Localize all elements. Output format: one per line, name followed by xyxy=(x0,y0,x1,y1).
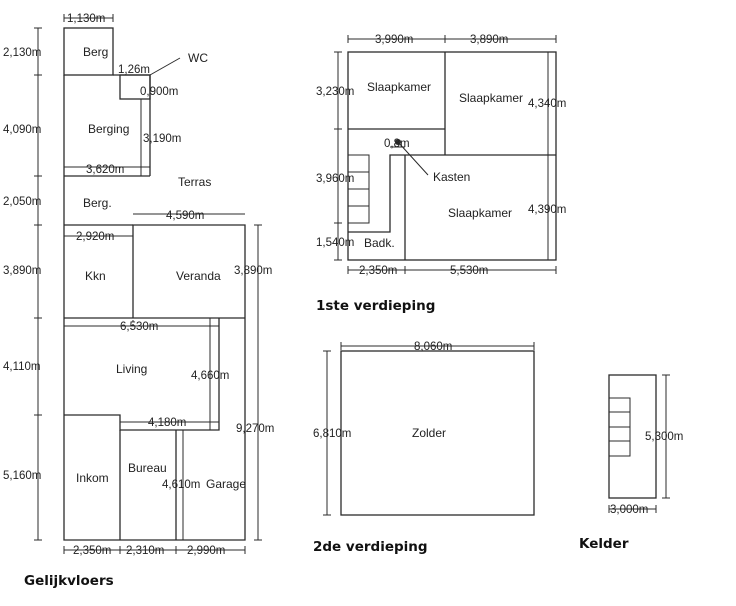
dim-first-kasten-width: 0,8m xyxy=(384,138,410,150)
dim-veranda-height: 3,890m xyxy=(234,265,272,277)
dim-bottom-2: 2,310m xyxy=(126,545,164,557)
title-second-floor: 2de verdieping xyxy=(313,539,428,555)
ground-floor-plan: 1,130m 2,130m 1,26m 0,900m 4,090m 3,190m… xyxy=(3,13,274,589)
berg-room xyxy=(63,27,114,76)
room-label-slaapkamer-3: Slaapkamer xyxy=(448,206,512,220)
dim-zolder-height: 6,810m xyxy=(313,428,351,440)
dim-berg-width: 1,130m xyxy=(67,13,105,25)
room-label-wc: WC xyxy=(188,51,208,65)
dim-kelder-height: 5,300m xyxy=(645,431,683,443)
room-label-berg: Berg xyxy=(83,45,108,59)
second-dim-ticks xyxy=(323,342,535,516)
room-label-garage: Garage xyxy=(206,477,246,491)
ground-outer-wall xyxy=(63,75,246,541)
dim-veranda-width: 4,590m xyxy=(166,210,204,222)
room-label-kkn: Kkn xyxy=(85,269,106,283)
room-label-berg-small: Berg. xyxy=(83,196,112,210)
room-label-inkom: Inkom xyxy=(76,471,109,485)
dim-wc-depth: 0,900m xyxy=(140,86,178,98)
room-label-kasten: Kasten xyxy=(433,170,470,184)
dim-right-total: 9,270m xyxy=(236,423,274,435)
second-floor-plan: 8,060m 6,810m Zolder 2de verdieping xyxy=(313,341,535,555)
room-label-living: Living xyxy=(116,362,147,376)
dim-living-height: 4,110m xyxy=(3,361,41,373)
title-basement: Kelder xyxy=(579,536,629,552)
dim-first-bottom-left: 2,350m xyxy=(359,265,397,277)
dim-living-width: 6,530m xyxy=(120,321,158,333)
dim-first-left-top: 3,230m xyxy=(316,86,354,98)
dim-bottom-3: 2,990m xyxy=(187,545,225,557)
room-label-zolder: Zolder xyxy=(412,426,446,440)
wall-hall xyxy=(369,154,445,233)
dim-first-left-bottom: 1,540m xyxy=(316,237,354,249)
dim-bottom-1: 2,350m xyxy=(73,545,111,557)
zolder-room xyxy=(340,350,535,516)
room-label-bureau: Bureau xyxy=(128,461,167,475)
dim-bureau-top: 4,180m xyxy=(148,417,186,429)
dim-first-left-mid: 3,960m xyxy=(316,173,354,185)
dim-berg-height: 2,130m xyxy=(3,47,41,59)
room-label-slaapkamer-2: Slaapkamer xyxy=(459,91,523,105)
dim-berg-small-height: 2,050m xyxy=(3,196,41,208)
dim-zolder-width: 8,060m xyxy=(414,341,452,353)
basement-plan: 5,300m 3,000m Kelder xyxy=(579,374,683,552)
wc-leader-line xyxy=(149,57,181,76)
first-dim-ticks xyxy=(334,35,557,274)
dim-garage-height: 4,610m xyxy=(162,479,200,491)
dim-first-top-left: 3,990m xyxy=(375,34,413,46)
first-floor-plan: 3,990m 3,890m 3,230m 4,340m 0,8m 3,960m … xyxy=(316,34,566,314)
dim-first-top-right: 3,890m xyxy=(470,34,508,46)
dim-ticks xyxy=(34,14,262,554)
room-label-slaapkamer-1: Slaapkamer xyxy=(367,80,431,94)
kelder-staircase-steps xyxy=(609,411,630,442)
room-label-badk: Badk. xyxy=(364,236,395,250)
title-ground-floor: Gelijkvloers xyxy=(24,573,114,589)
room-label-berging: Berging xyxy=(88,122,129,136)
dim-berging-inner: 3,190m xyxy=(143,133,181,145)
wc-room xyxy=(119,74,151,100)
room-label-terras: Terras xyxy=(178,175,211,189)
dim-wc-width: 1,26m xyxy=(118,64,150,76)
title-first-floor: 1ste verdieping xyxy=(316,298,435,314)
dim-kkn-width: 2,920m xyxy=(76,231,114,243)
dim-kkn-height: 3,890m xyxy=(3,265,41,277)
dim-berging-width: 3,620m xyxy=(86,164,124,176)
dim-first-bottom-right: 5,530m xyxy=(450,265,488,277)
room-label-veranda: Veranda xyxy=(176,269,221,283)
dim-berging-height: 4,090m xyxy=(3,124,41,136)
dim-living-inner: 4,660m xyxy=(191,370,229,382)
dim-first-right-top: 4,340m xyxy=(528,98,566,110)
staircase-steps xyxy=(348,171,369,207)
dim-kelder-width: 3,000m xyxy=(610,504,648,516)
kelder-dim-ticks xyxy=(608,374,670,513)
dim-first-right-bottom: 4,390m xyxy=(528,204,566,216)
dim-inkom-height: 5,160m xyxy=(3,470,41,482)
